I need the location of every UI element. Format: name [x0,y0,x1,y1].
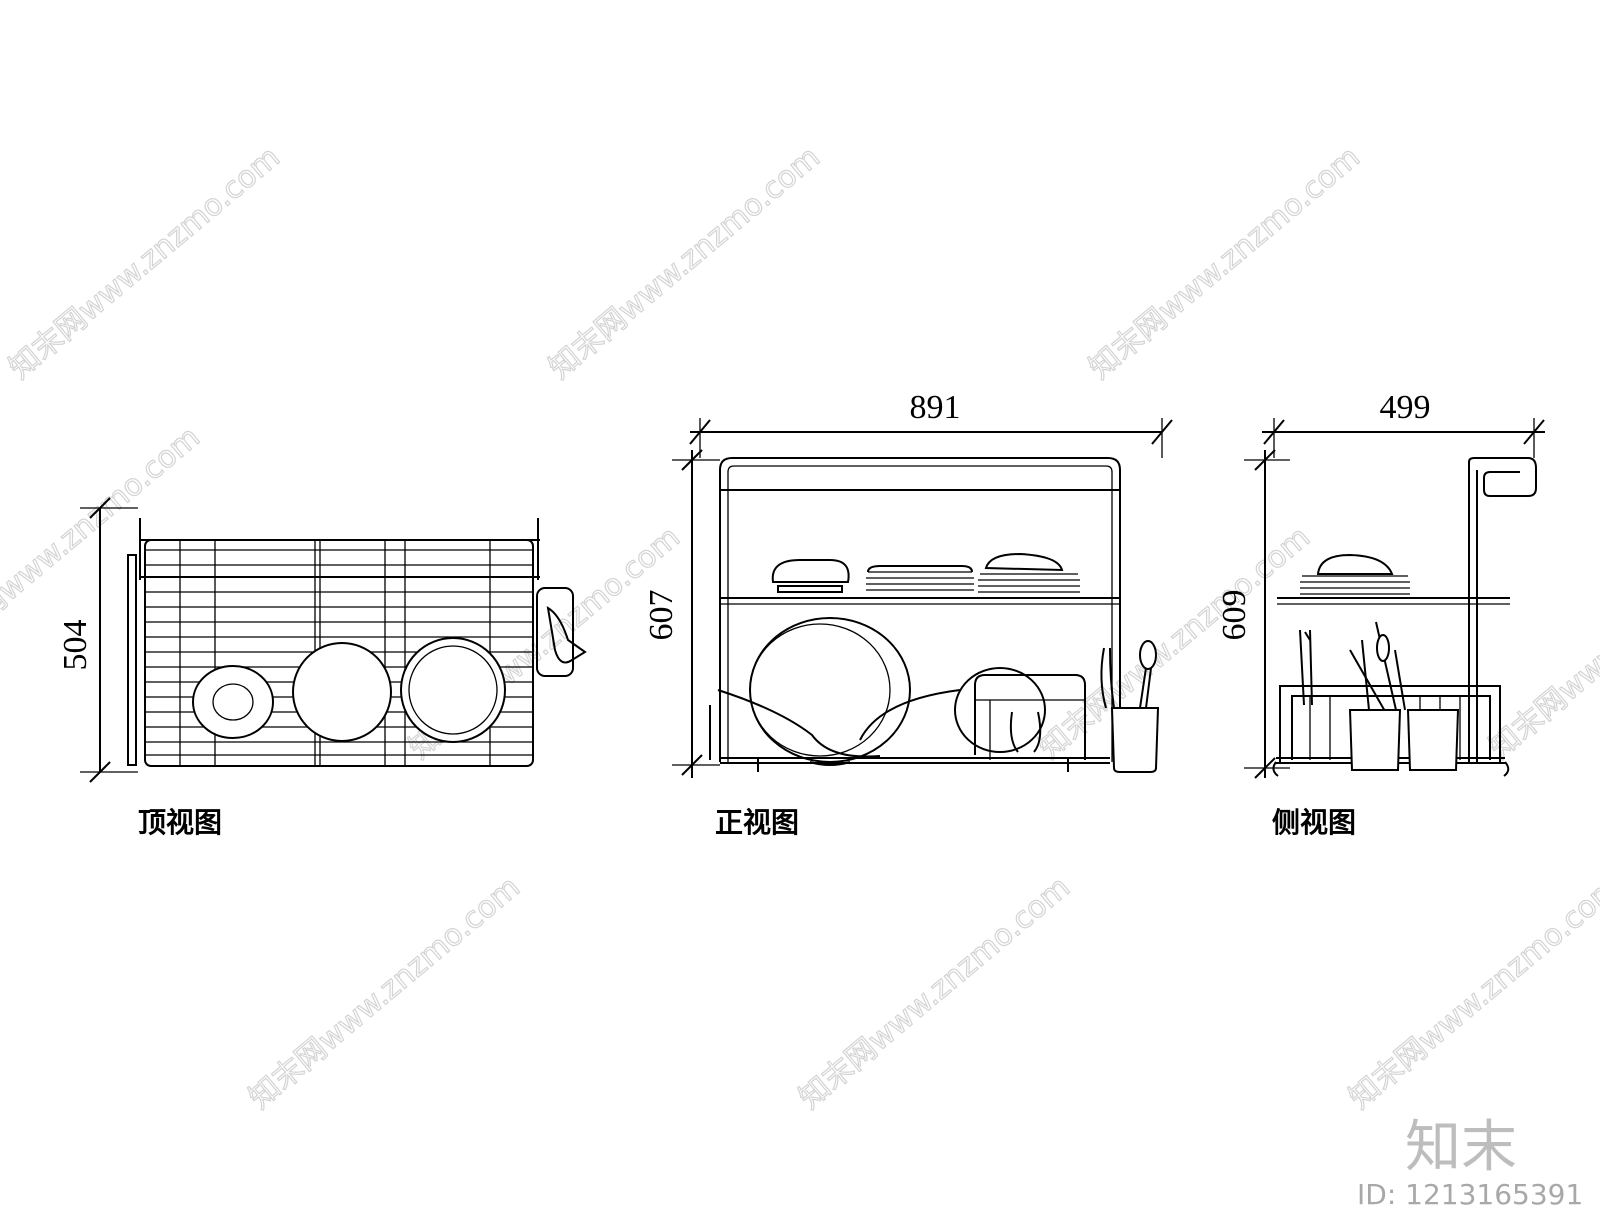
front-view-lower-rack [717,617,1110,772]
side-view-width-label: 499 [1380,389,1431,426]
brand-mark: 知末 ID: 1213165391 [1357,1115,1583,1211]
front-view-width-dimension: 891 [689,389,1173,458]
brand-logo: 知末 [1405,1115,1517,1180]
side-view: 499 609 [1216,389,1545,839]
watermark-6: 知末网www.znzmo.com [1033,520,1317,766]
top-view-caption: 顶视图 [138,806,222,839]
top-view-height-label: 504 [57,620,94,671]
brand-id: ID: 1213165391 [1357,1178,1583,1211]
watermark-3: 知末网www.znzmo.com [1083,140,1367,386]
side-view-width-dimension: 499 [1262,389,1545,458]
front-view-shelf-items [771,552,1080,593]
watermark-1: 知末网www.znzmo.com [3,140,287,386]
top-view: 504 [57,497,587,839]
side-view-cup-right [1406,709,1460,771]
front-view-height-label: 607 [643,590,680,641]
front-view-width-label: 891 [910,389,961,426]
front-view-caption: 正视图 [715,806,799,839]
side-view-caption: 侧视图 [1272,806,1356,839]
side-view-shelf-plates [1300,553,1410,595]
side-view-height-label: 609 [1216,590,1253,641]
top-view-height-dimension: 504 [57,497,138,783]
watermark-2: 知末网www.znzmo.com [543,140,827,386]
side-view-height-dimension: 609 [1216,449,1290,779]
side-view-cup-left [1348,709,1402,771]
front-view: 891 607 [643,389,1173,839]
top-view-plates [192,637,506,743]
front-view-utensil-cup [1100,640,1160,773]
front-view-height-dimension: 607 [643,449,720,778]
watermark-10: 知末网www.znzmo.com [1343,870,1600,1116]
watermark-8: 知末网www.znzmo.com [243,870,527,1116]
watermark-9: 知末网www.znzmo.com [793,870,1077,1116]
watermark-4: 知末网www.znzmo.com [0,420,207,666]
